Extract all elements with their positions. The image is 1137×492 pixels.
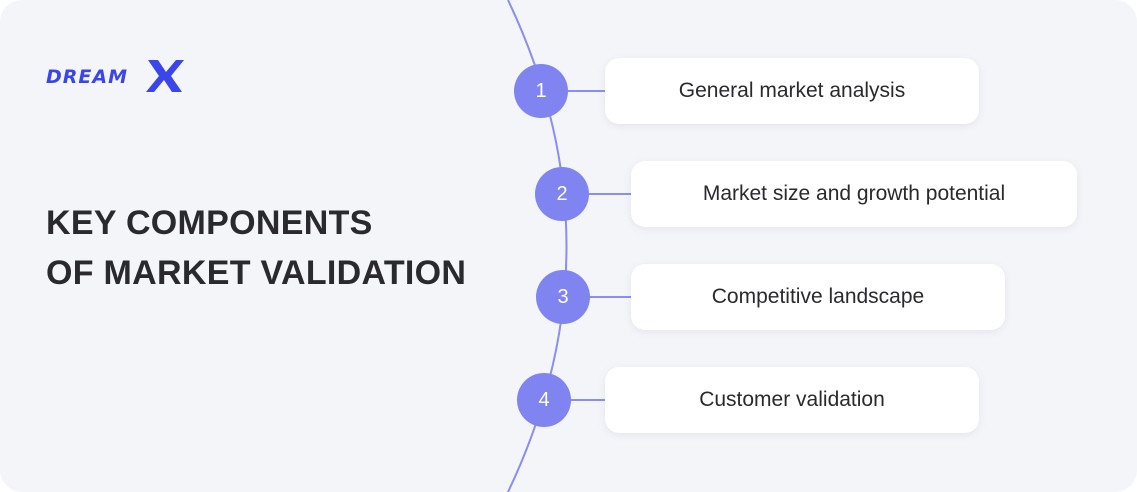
step-number-1: 1 [514, 64, 568, 118]
x-logo-icon [146, 60, 184, 92]
dreamx-logo: DREAM [46, 60, 188, 100]
page-title: KEY COMPONENTS OF MARKET VALIDATION [46, 198, 466, 298]
step-card-2: Market size and growth potential [631, 161, 1077, 227]
step-number-4: 4 [517, 373, 571, 427]
title-line-1: KEY COMPONENTS [46, 204, 373, 242]
logo-wordmark: DREAM [46, 66, 128, 88]
step-number-3: 3 [536, 270, 590, 324]
title-line-2: OF MARKET VALIDATION [46, 254, 467, 292]
step-number-2: 2 [535, 167, 589, 221]
step-card-4: Customer validation [605, 367, 979, 433]
step-card-3: Competitive landscape [631, 264, 1005, 330]
step-card-1: General market analysis [605, 58, 979, 124]
